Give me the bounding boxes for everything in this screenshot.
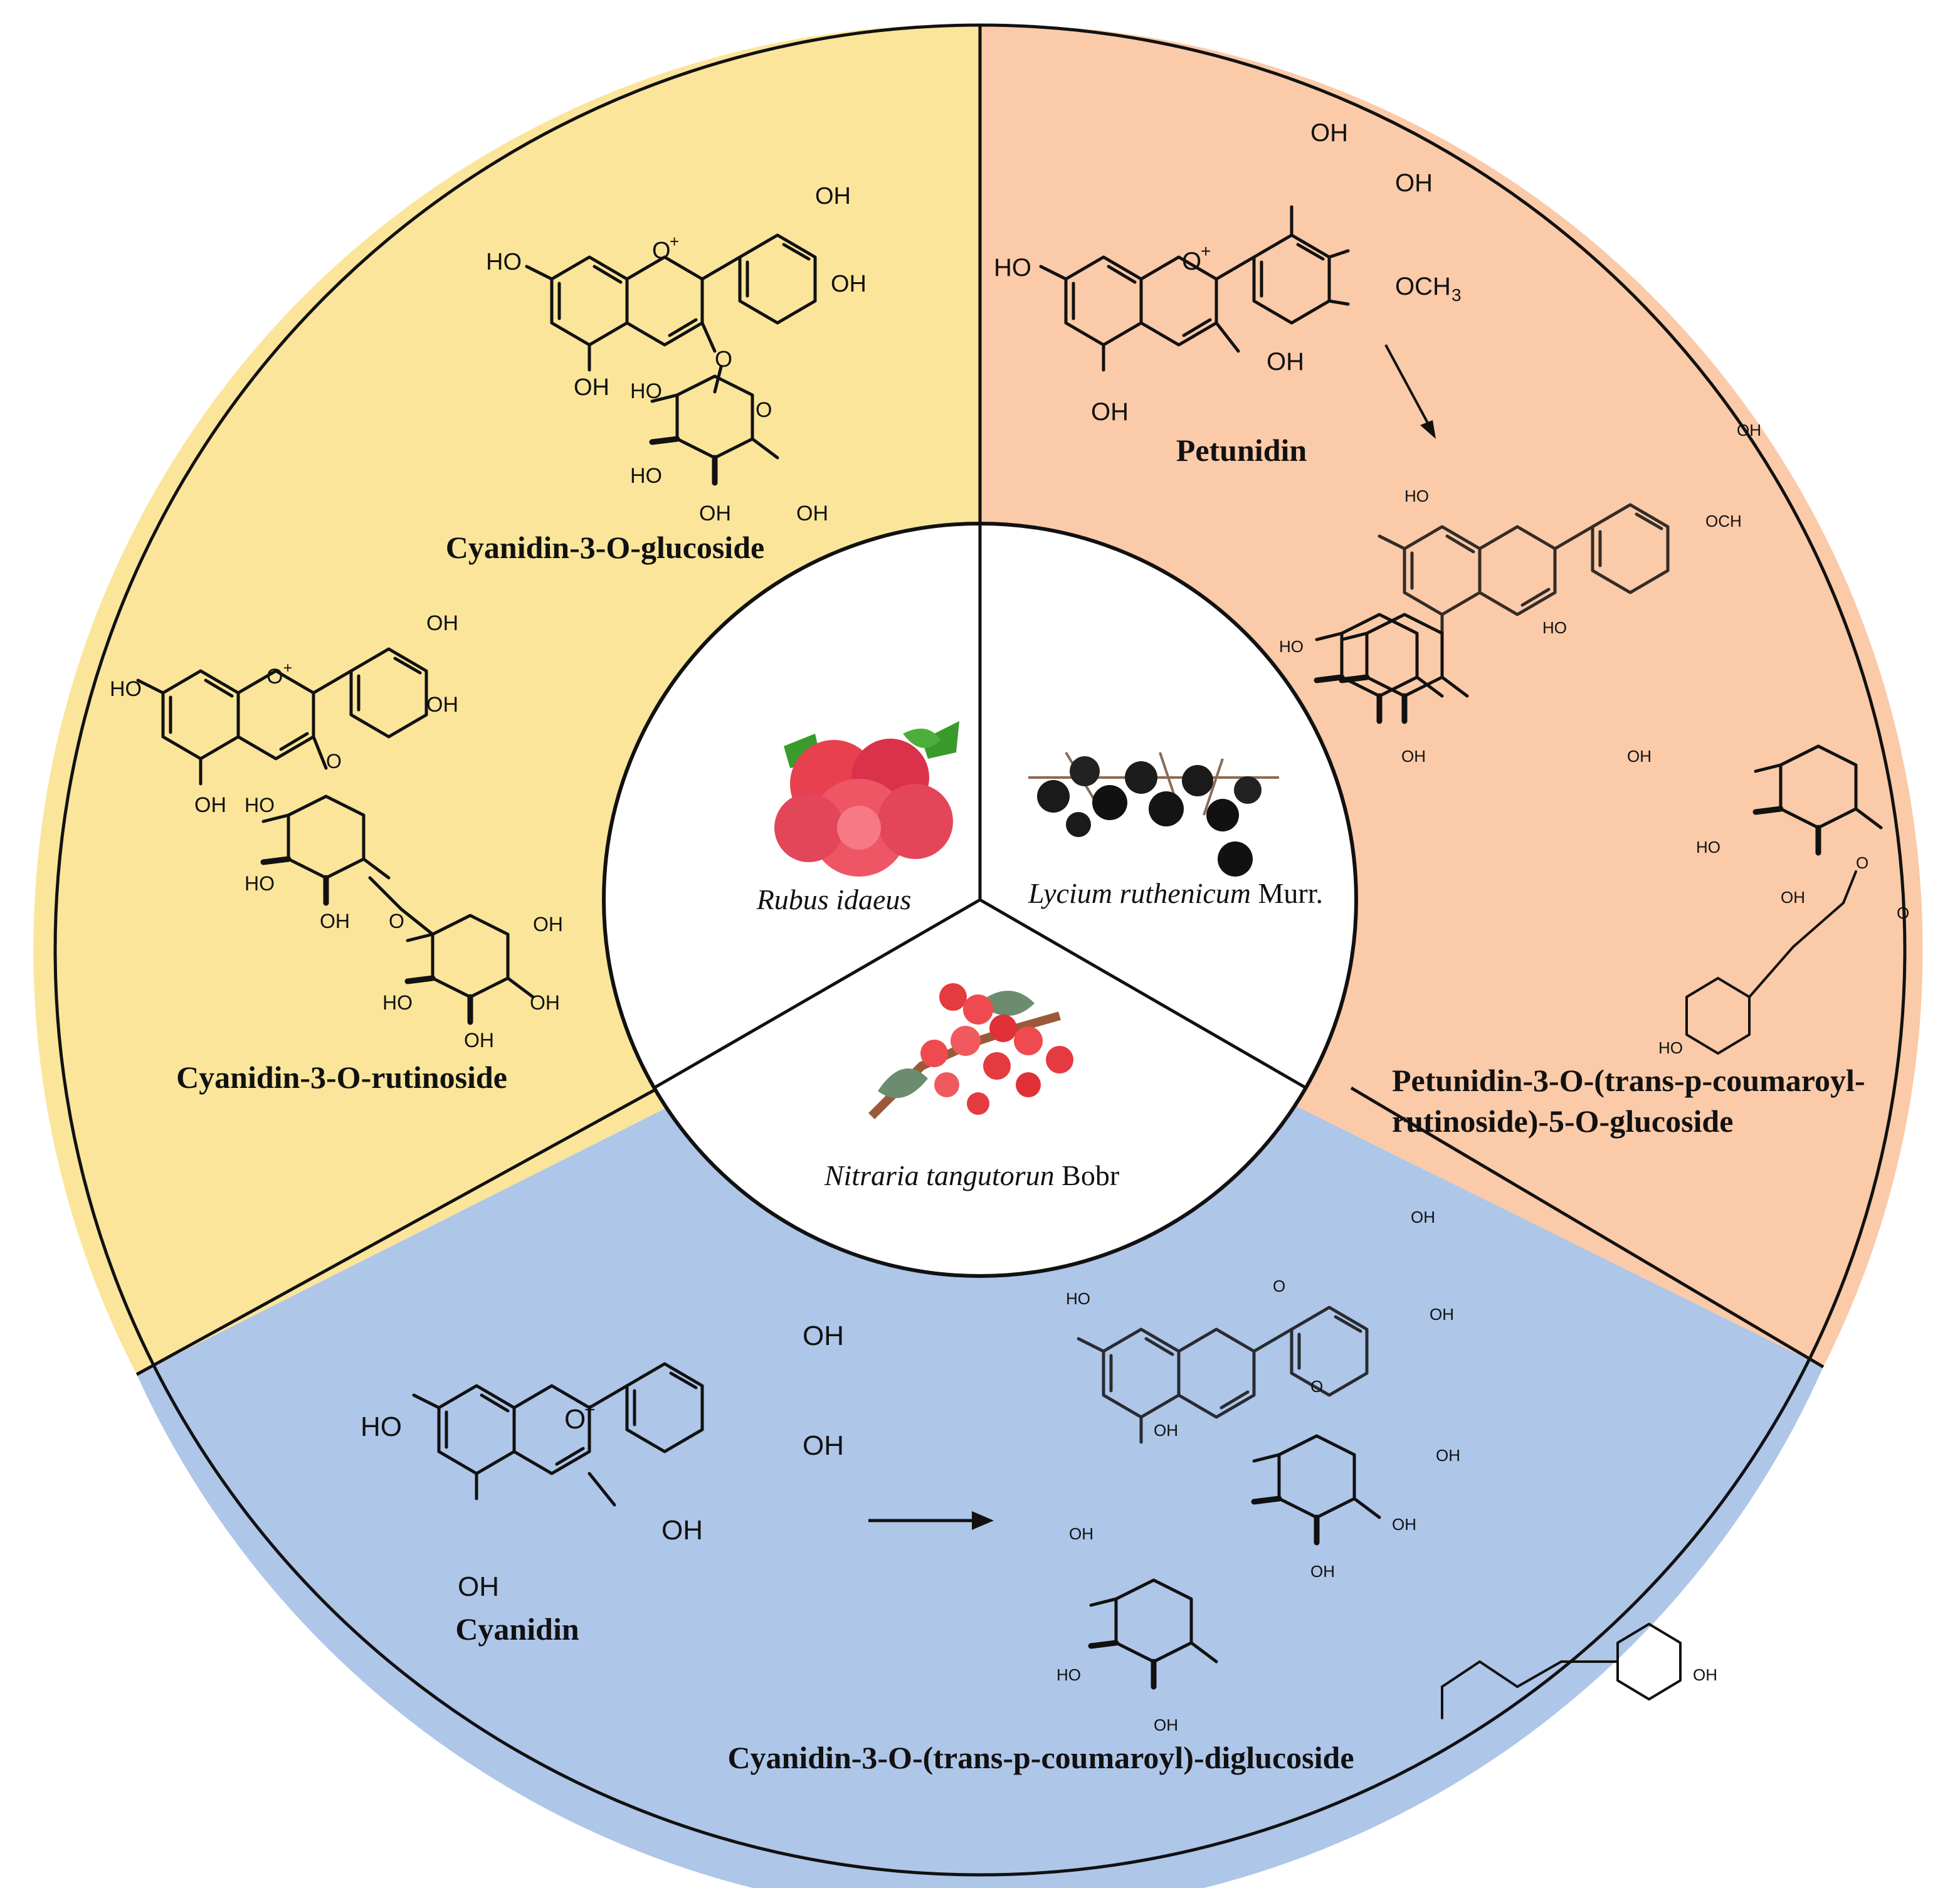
svg-text:O: O [1897, 904, 1909, 922]
structure-petunidin: O + HO OH OH OH OH OCH 3 [994, 119, 1462, 426]
structure-cyanidin-3-glucoside: O + HO OH OH OH O O HO HO OH OH [486, 183, 867, 525]
svg-text:OH: OH [1154, 1716, 1178, 1734]
svg-text:OH: OH [1737, 421, 1761, 440]
svg-text:+: + [283, 660, 292, 677]
black-goji-image [1028, 751, 1279, 877]
svg-text:OH: OH [320, 910, 350, 932]
label-cyanidin-diglucoside: Cyanidin-3-O-(trans-p-coumaroyl)-digluco… [727, 1740, 1354, 1775]
svg-text:OH: OH [1392, 1515, 1416, 1534]
svg-text:OH: OH [1401, 747, 1426, 766]
svg-text:HO: HO [994, 254, 1031, 282]
svg-text:OH: OH [574, 374, 609, 401]
svg-text:OH: OH [1430, 1305, 1454, 1324]
svg-text:OH: OH [815, 183, 851, 209]
label-cyanidin: Cyanidin [455, 1611, 579, 1647]
sector-blue [137, 950, 1823, 1888]
svg-text:OH: OH [1091, 398, 1129, 426]
svg-text:O: O [1856, 853, 1868, 872]
svg-text:OH: OH [1069, 1524, 1093, 1543]
svg-text:O: O [389, 910, 404, 932]
svg-text:OH: OH [1627, 747, 1652, 766]
structure-cyanidin: O + HO OH OH OH OH [361, 1321, 844, 1602]
svg-text:OH: OH [1411, 1208, 1435, 1226]
label-cyanidin-3-rutinoside: Cyanidin-3-O-rutinoside [176, 1060, 507, 1095]
center-circle [602, 522, 1358, 1278]
source-label-lycium: Lycium ruthenicum Murr. [1028, 877, 1323, 909]
svg-text:OH: OH [699, 502, 731, 525]
svg-text:HO: HO [1056, 1665, 1081, 1684]
svg-text:O: O [1310, 1377, 1323, 1396]
svg-text:OH: OH [530, 991, 560, 1014]
svg-text:OCH: OCH [1705, 512, 1742, 530]
structure-cyanidin-diglucoside: HO OH OH OH O O OH OH OH OH HO OH OH [1056, 1208, 1717, 1734]
svg-text:HO: HO [1696, 838, 1720, 857]
label-petunidin-glycoside-line1: Petunidin-3-O-(trans-p-coumaroyl- [1392, 1063, 1865, 1098]
svg-text:+: + [1201, 241, 1211, 261]
structure-petunidin-glycoside: HO O O HO OH OCH HO HO HO OH OH OH [1279, 421, 1909, 1057]
svg-text:OH: OH [1310, 1562, 1335, 1581]
svg-text:HO: HO [245, 794, 275, 816]
svg-text:O: O [652, 238, 671, 264]
svg-text:OH: OH [803, 1430, 844, 1461]
source-label-nitraria: Nitraria tangutorun Bobr [824, 1159, 1119, 1191]
svg-text:O: O [1182, 248, 1201, 275]
svg-text:OH: OH [1395, 169, 1433, 197]
structure-cyanidin-3-rutinoside: O + HO OH OH OH O HO HO OH O OH HO OH OH [110, 611, 563, 1052]
svg-text:O: O [756, 398, 772, 422]
arrow-petunidin [1384, 344, 1431, 427]
svg-text:HO: HO [382, 991, 413, 1014]
label-petunidin: Petunidin [1176, 433, 1307, 468]
svg-text:OH: OH [1693, 1665, 1717, 1684]
inner-divider-right [979, 898, 1307, 1090]
svg-text:HO: HO [630, 379, 662, 403]
source-label-rubus: Rubus idaeus [756, 883, 912, 915]
svg-text:O: O [715, 346, 732, 372]
svg-text:OH: OH [458, 1571, 499, 1602]
svg-text:HO: HO [110, 677, 142, 701]
divider-right [1350, 1086, 1825, 1369]
svg-text:OH: OH [831, 271, 867, 297]
svg-text:O: O [564, 1404, 586, 1435]
svg-text:HO: HO [1542, 618, 1567, 637]
svg-text:HO: HO [486, 249, 522, 275]
arrowhead-cyanidin [972, 1511, 994, 1530]
svg-text:OH: OH [464, 1029, 494, 1052]
svg-text:OH: OH [1267, 348, 1304, 376]
nitraria-image [868, 983, 1073, 1119]
svg-text:OH: OH [426, 611, 458, 635]
svg-text:OH: OH [426, 693, 458, 717]
svg-text:HO: HO [630, 464, 662, 488]
svg-text:OH: OH [1310, 119, 1348, 147]
arrowhead-petunidin [1420, 420, 1436, 439]
raspberry-image [774, 721, 959, 877]
svg-text:OH: OH [1781, 888, 1805, 907]
svg-text:O: O [266, 665, 283, 688]
label-cyanidin-3-glucoside: Cyanidin-3-O-glucoside [446, 530, 764, 565]
svg-text:OH: OH [533, 913, 563, 936]
svg-text:OH: OH [803, 1321, 844, 1351]
svg-text:HO: HO [1658, 1038, 1683, 1057]
svg-text:O: O [1273, 1277, 1285, 1295]
svg-text:OH: OH [1436, 1446, 1460, 1465]
svg-text:HO: HO [1279, 637, 1304, 656]
inner-divider-left [653, 898, 981, 1090]
svg-text:3: 3 [1452, 285, 1462, 305]
svg-text:O: O [326, 750, 342, 773]
svg-text:OH: OH [1154, 1421, 1178, 1440]
svg-text:OH: OH [661, 1515, 703, 1546]
svg-text:OH: OH [194, 793, 226, 817]
svg-text:HO: HO [1066, 1289, 1090, 1308]
svg-text:HO: HO [361, 1411, 402, 1442]
divider-left [135, 1086, 660, 1376]
svg-text:OCH: OCH [1395, 273, 1451, 300]
label-petunidin-glycoside-line2: rutinoside)-5-O-glucoside [1392, 1104, 1733, 1139]
svg-text:+: + [584, 1400, 596, 1420]
svg-text:+: + [670, 232, 679, 251]
svg-text:OH: OH [796, 502, 828, 525]
svg-text:HO: HO [245, 872, 275, 895]
svg-text:HO: HO [1404, 487, 1429, 505]
